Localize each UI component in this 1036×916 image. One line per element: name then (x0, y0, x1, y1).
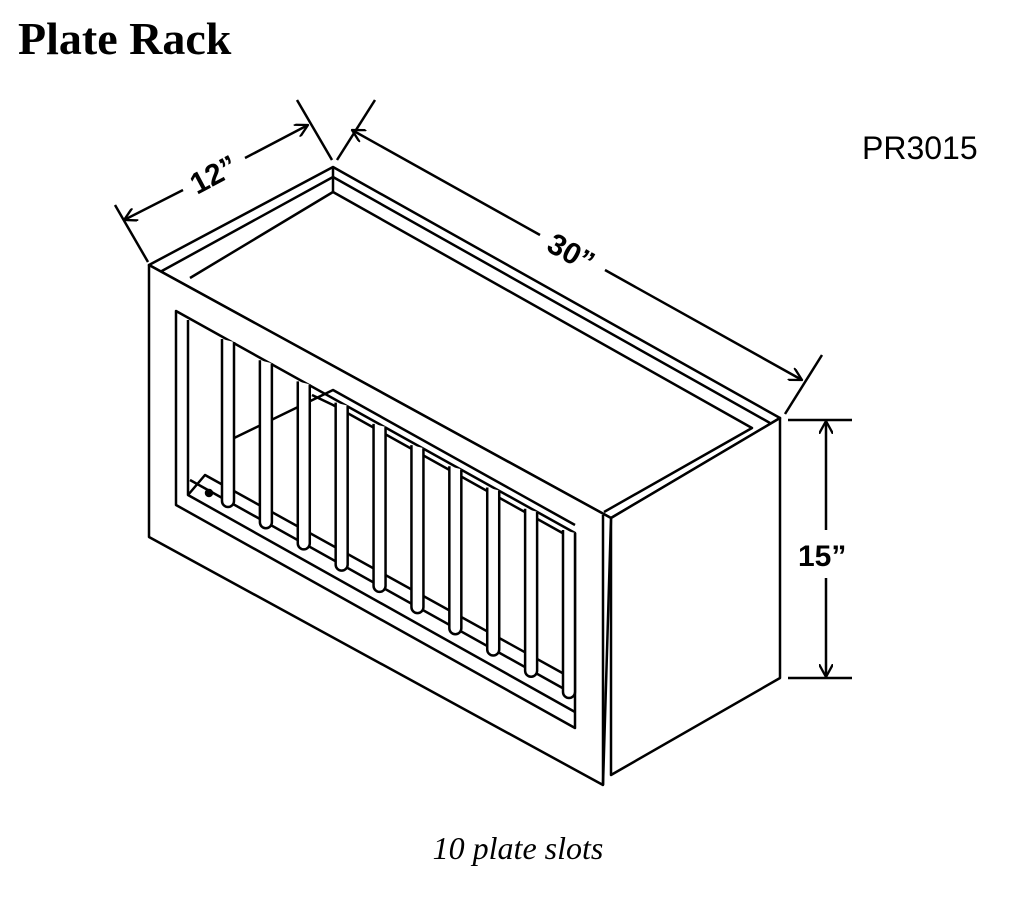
plate-rod (296, 381, 312, 551)
plate-rod (258, 360, 274, 530)
model-code: PR3015 (862, 130, 978, 166)
dimension-height: 15” (788, 418, 852, 680)
plate-rod (523, 508, 539, 678)
plate-rod (334, 402, 349, 572)
cabinet-top (147, 165, 782, 520)
plate-rod (372, 423, 387, 594)
width-label: 30” (542, 227, 600, 279)
plate-rods (220, 339, 577, 700)
cabinet-side (609, 416, 782, 777)
plate-rod (410, 445, 425, 615)
caption: 10 plate slots (432, 830, 604, 866)
depth-label: 12” (185, 149, 243, 201)
page-title: Plate Rack (18, 13, 232, 64)
plate-rod (561, 529, 577, 700)
plate-rod (220, 339, 236, 509)
height-label: 15” (798, 540, 846, 573)
plate-rod (448, 466, 463, 636)
plate-rod (485, 487, 501, 657)
